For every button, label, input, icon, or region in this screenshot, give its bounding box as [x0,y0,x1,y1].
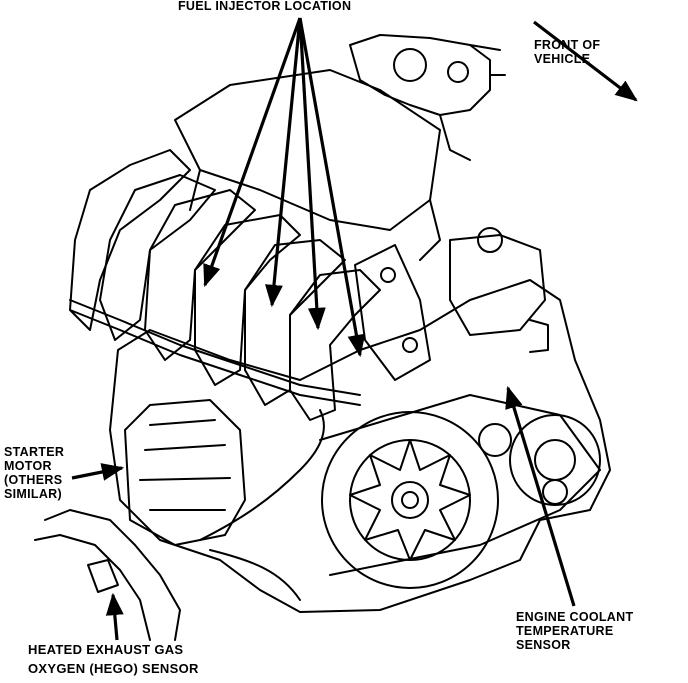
alternator [321,411,499,589]
front-line-1: FRONT OF [534,38,601,52]
front-line-2: VEHICLE [534,52,591,66]
engine-coolant-sensor-label: ENGINE COOLANT TEMPERATURE SENSOR [516,610,633,652]
fuel-injector-text: FUEL INJECTOR LOCATION [178,0,352,13]
ect-arrow [505,385,576,607]
intake-runner-5 [244,239,346,406]
fuel-injector-arrow-2 [265,17,302,308]
tensioner-pulley [509,414,601,506]
intake-runner-2 [99,174,216,341]
throttle-body [349,34,491,116]
fuel-injector-arrow-1 [203,17,302,288]
fuel-injector-arrow-4 [298,17,366,358]
ect-line-3: SENSOR [516,638,571,652]
ect-line-1: ENGINE COOLANT [516,610,634,624]
starter-motor-label: STARTER MOTOR (OTHERS SIMILAR) [4,445,64,501]
intake-runner-1 [69,149,191,331]
alternator-bracket [354,244,431,381]
front-of-vehicle-arrow [533,20,638,102]
front-of-vehicle-label: FRONT OF VEHICLE [534,38,600,66]
starter-motor-body [124,399,246,546]
hego-line-2: OXYGEN (HEGO) SENSOR [28,661,199,676]
ect-line-2: TEMPERATURE [516,624,614,638]
starter-line-2: MOTOR [4,459,52,473]
starter-line-1: STARTER [4,445,65,459]
hego-sensor-body [87,559,119,593]
starter-line-3: (OTHERS [4,473,63,487]
starter-arrow [71,463,125,481]
exhaust-pipe [34,509,181,641]
starter-line-4: SIMILAR) [4,487,62,501]
intake-runner-4 [194,214,301,386]
hego-sensor-label: HEATED EXHAUST GAS OXYGEN (HEGO) SENSOR [28,640,199,678]
fuel-injector-label: FUEL INJECTOR LOCATION [178,0,351,13]
engine-block [109,279,611,613]
fuel-injector-arrow-3 [298,17,326,331]
intake-runner-6 [289,269,381,421]
hego-arrow [105,592,124,641]
hego-line-1: HEATED EXHAUST GAS [28,642,184,657]
